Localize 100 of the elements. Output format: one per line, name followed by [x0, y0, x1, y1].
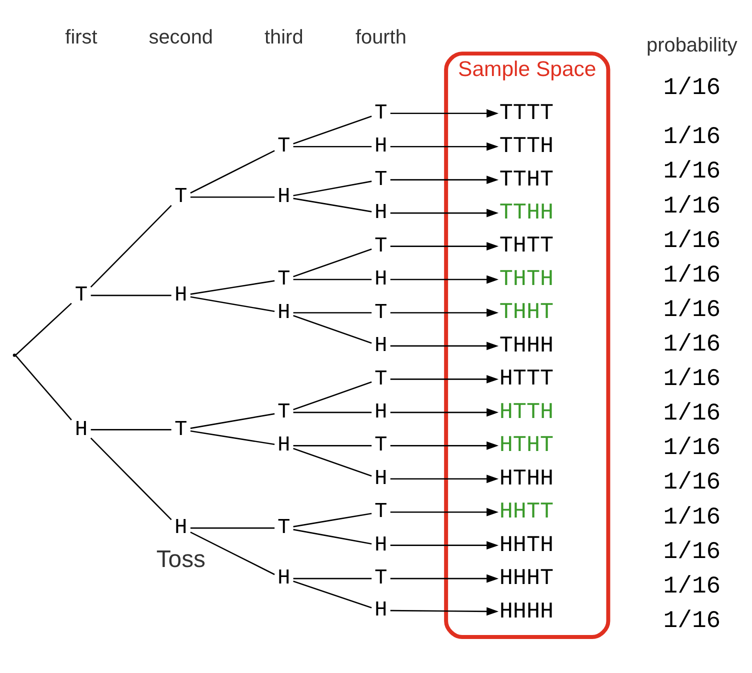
- node-text: T: [74, 283, 88, 308]
- node-text: H: [374, 532, 388, 557]
- node-text: H: [374, 134, 388, 158]
- connector: [190, 430, 275, 445]
- connector: [293, 248, 372, 277]
- connector: [293, 580, 372, 608]
- arrow: [390, 474, 499, 483]
- connector: [15, 354, 72, 420]
- connector: [293, 278, 372, 280]
- node-text: H: [374, 400, 388, 424]
- connector: [190, 531, 275, 575]
- node-text: T: [278, 134, 290, 158]
- node-text: H: [278, 433, 290, 458]
- node-text: HHHH: [499, 598, 554, 624]
- node-text: H: [374, 598, 388, 622]
- label: 1/16: [663, 330, 721, 358]
- node-text: H: [374, 267, 388, 292]
- connector: [190, 526, 275, 528]
- node-text: T: [278, 400, 290, 424]
- label: 1/16: [663, 227, 721, 254]
- node-text: TTTT: [499, 99, 554, 126]
- label: third: [264, 26, 304, 48]
- arrow: [390, 108, 499, 118]
- node-text: HTTT: [499, 365, 554, 392]
- node-text: H: [278, 566, 290, 590]
- connector: [293, 180, 372, 196]
- label: 1/16: [663, 572, 721, 600]
- node-text: T: [374, 500, 388, 524]
- label: 1/16: [663, 124, 721, 151]
- connector: [190, 150, 275, 194]
- node-text: HTHT: [499, 432, 554, 458]
- arrow: [390, 242, 499, 250]
- connector: [293, 115, 372, 144]
- label: 1/16: [663, 262, 721, 289]
- node-text: H: [174, 516, 188, 540]
- arrow: [390, 175, 499, 184]
- connector: [293, 145, 372, 147]
- node-text: HHTT: [499, 498, 554, 524]
- arrow: [390, 374, 499, 383]
- arrow: [390, 274, 499, 284]
- node-text: T: [374, 167, 388, 192]
- node-text: T: [374, 234, 388, 258]
- label: 1/16: [663, 607, 721, 634]
- node-text: TTHT: [499, 166, 554, 192]
- node-text: HHTH: [499, 531, 554, 558]
- label: 1/16: [663, 366, 721, 393]
- arrow: [390, 142, 499, 150]
- connector: [293, 447, 372, 476]
- arrow: [390, 606, 499, 616]
- node-point: [12, 353, 16, 356]
- arrow: [390, 574, 499, 582]
- connector: [293, 444, 372, 446]
- label: 1/16: [663, 296, 721, 324]
- node-text: T: [278, 267, 290, 292]
- connector: [293, 312, 372, 313]
- label: 1/16: [663, 504, 721, 531]
- arrow: [390, 540, 499, 550]
- label: 1/16: [663, 192, 721, 220]
- node-text: T: [174, 417, 188, 442]
- node-text: H: [374, 200, 388, 225]
- label: second: [148, 26, 214, 48]
- arrow: [390, 408, 499, 416]
- node-text: HHHT: [499, 564, 554, 591]
- connector: [190, 412, 275, 428]
- node-text: T: [374, 100, 388, 125]
- label: probability: [646, 34, 738, 56]
- node-text: T: [374, 566, 388, 590]
- arrow: [390, 308, 499, 316]
- node-text: H: [374, 334, 388, 358]
- node-text: TTTH: [499, 132, 554, 159]
- arrow: [390, 341, 499, 350]
- connector: [293, 197, 372, 212]
- arrow: [390, 440, 499, 450]
- node-text: H: [278, 184, 290, 209]
- node-text: THTT: [499, 232, 554, 258]
- node-text: HTHH: [499, 464, 554, 491]
- label: first: [65, 26, 98, 48]
- connector: [293, 577, 372, 579]
- node-text: T: [278, 516, 290, 540]
- label: fourth: [355, 26, 406, 48]
- node-text: T: [374, 433, 388, 458]
- node-text: H: [174, 283, 188, 308]
- node-text: THHH: [499, 332, 554, 358]
- node-text: T: [174, 184, 188, 209]
- arrow: [390, 507, 499, 516]
- connector: [90, 437, 172, 520]
- connector: [15, 302, 72, 356]
- connector: [190, 296, 275, 312]
- node-text: T: [374, 366, 388, 391]
- connector: [190, 196, 275, 198]
- arrow: [390, 208, 499, 217]
- connector: [293, 528, 372, 544]
- connector: [190, 280, 275, 294]
- node-text: H: [278, 300, 290, 324]
- label: 1/16: [663, 158, 721, 186]
- label: Toss: [156, 546, 206, 573]
- node-text: TTHH: [499, 199, 554, 226]
- connector: [293, 411, 372, 413]
- label: 1/16: [663, 74, 721, 102]
- node-text: H: [374, 466, 388, 490]
